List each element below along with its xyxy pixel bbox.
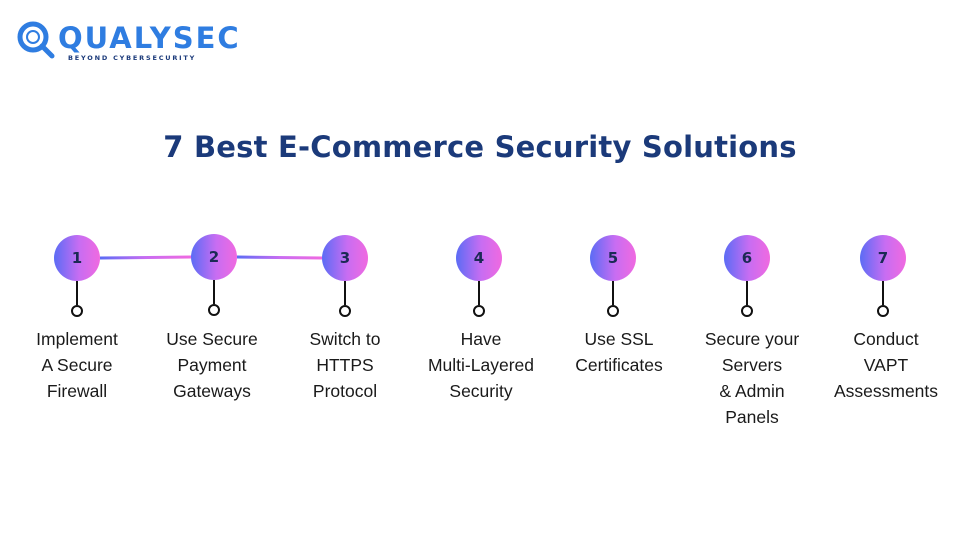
step-stem bbox=[612, 281, 614, 305]
connector-segment bbox=[99, 255, 192, 260]
step-label: Use Secure Payment Gateways bbox=[166, 329, 258, 401]
step-stem bbox=[746, 281, 748, 305]
qualysec-logo: QUALYSEC BEYOND CYBERSECURITY bbox=[16, 18, 239, 64]
logo-tagline: BEYOND CYBERSECURITY bbox=[68, 54, 197, 62]
step-label: Conduct VAPT Assessments bbox=[833, 329, 939, 401]
step-label: Secure your Servers & Admin Panels bbox=[704, 329, 800, 427]
step-number-circle: 2 bbox=[191, 234, 237, 280]
step-number-circle: 7 bbox=[860, 235, 906, 281]
step-dot bbox=[71, 305, 83, 317]
step-number-circle: 4 bbox=[456, 235, 502, 281]
step-stem bbox=[76, 281, 78, 305]
logo-q-magnifier-icon bbox=[17, 21, 55, 59]
connector-segment bbox=[236, 255, 323, 260]
step-dot bbox=[607, 305, 619, 317]
step-label: Have Multi-Layered Security bbox=[427, 329, 535, 401]
step-stem bbox=[344, 281, 346, 305]
step-dot bbox=[741, 305, 753, 317]
page-title: 7 Best E-Commerce Security Solutions bbox=[163, 130, 797, 164]
step-number-circle: 5 bbox=[590, 235, 636, 281]
step-number-circle: 1 bbox=[54, 235, 100, 281]
step-label: Switch to HTTPS Protocol bbox=[309, 329, 381, 401]
step-number-circle: 6 bbox=[724, 235, 770, 281]
step-stem bbox=[882, 281, 884, 305]
step-dot bbox=[877, 305, 889, 317]
step-dot bbox=[473, 305, 485, 317]
step-number-circle: 3 bbox=[322, 235, 368, 281]
step-dot bbox=[208, 304, 220, 316]
step-label: Use SSL Certificates bbox=[575, 329, 663, 375]
logo-wordmark: QUALYSEC bbox=[58, 21, 241, 55]
step-dot bbox=[339, 305, 351, 317]
step-label: Implement A Secure Firewall bbox=[36, 329, 118, 401]
step-stem bbox=[213, 280, 215, 304]
step-stem bbox=[478, 281, 480, 305]
